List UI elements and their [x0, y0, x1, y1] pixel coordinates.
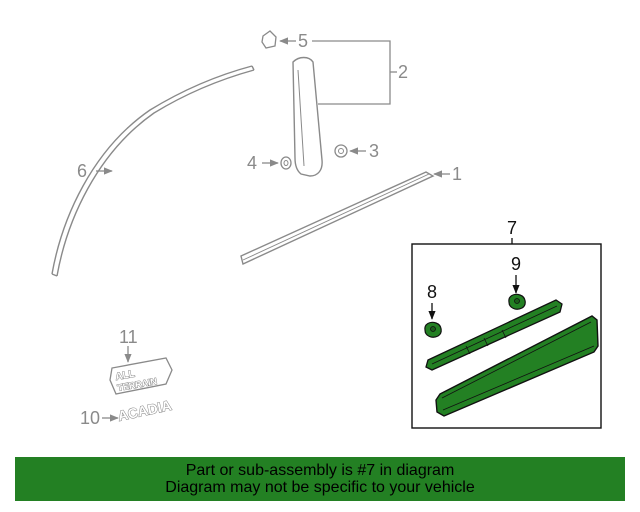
footer-line-1: Part or sub-assembly is #7 in diagram: [185, 462, 455, 479]
belt-molding-part-1: [240, 171, 435, 265]
callout-3: 3: [369, 141, 379, 161]
callout-4: 4: [247, 153, 257, 173]
clip-part-9: [508, 293, 526, 310]
footer-banner: Part or sub-assembly is #7 in diagram Di…: [15, 457, 625, 501]
bracket-2: [312, 40, 391, 105]
callout-6: 6: [77, 161, 87, 181]
nut-part-4: [280, 156, 292, 170]
clip-part-8: [424, 321, 442, 338]
callout-8: 8: [427, 282, 437, 302]
clip-part-5: [261, 30, 277, 49]
all-terrain-emblem-part-11: ALL TERRAIN: [109, 357, 173, 395]
footer-line-2: Diagram may not be specific to your vehi…: [165, 479, 475, 496]
emblem-all-text: ALL: [115, 369, 136, 383]
callout-11: 11: [119, 327, 138, 347]
callout-1: 1: [452, 164, 462, 184]
callout-9: 9: [511, 254, 521, 274]
lower-door-molding: [435, 315, 599, 417]
pillar-applique-part-2: [292, 56, 323, 177]
upper-door-molding: [425, 299, 563, 371]
acadia-emblem-part-10: ACADIA: [116, 397, 173, 424]
callout-7: 7: [507, 218, 517, 238]
nut-part-3: [334, 144, 348, 158]
callout-10: 10: [80, 408, 100, 428]
roof-molding-part-6: [51, 65, 255, 277]
callout-5: 5: [298, 31, 308, 51]
callout-2: 2: [398, 62, 408, 82]
